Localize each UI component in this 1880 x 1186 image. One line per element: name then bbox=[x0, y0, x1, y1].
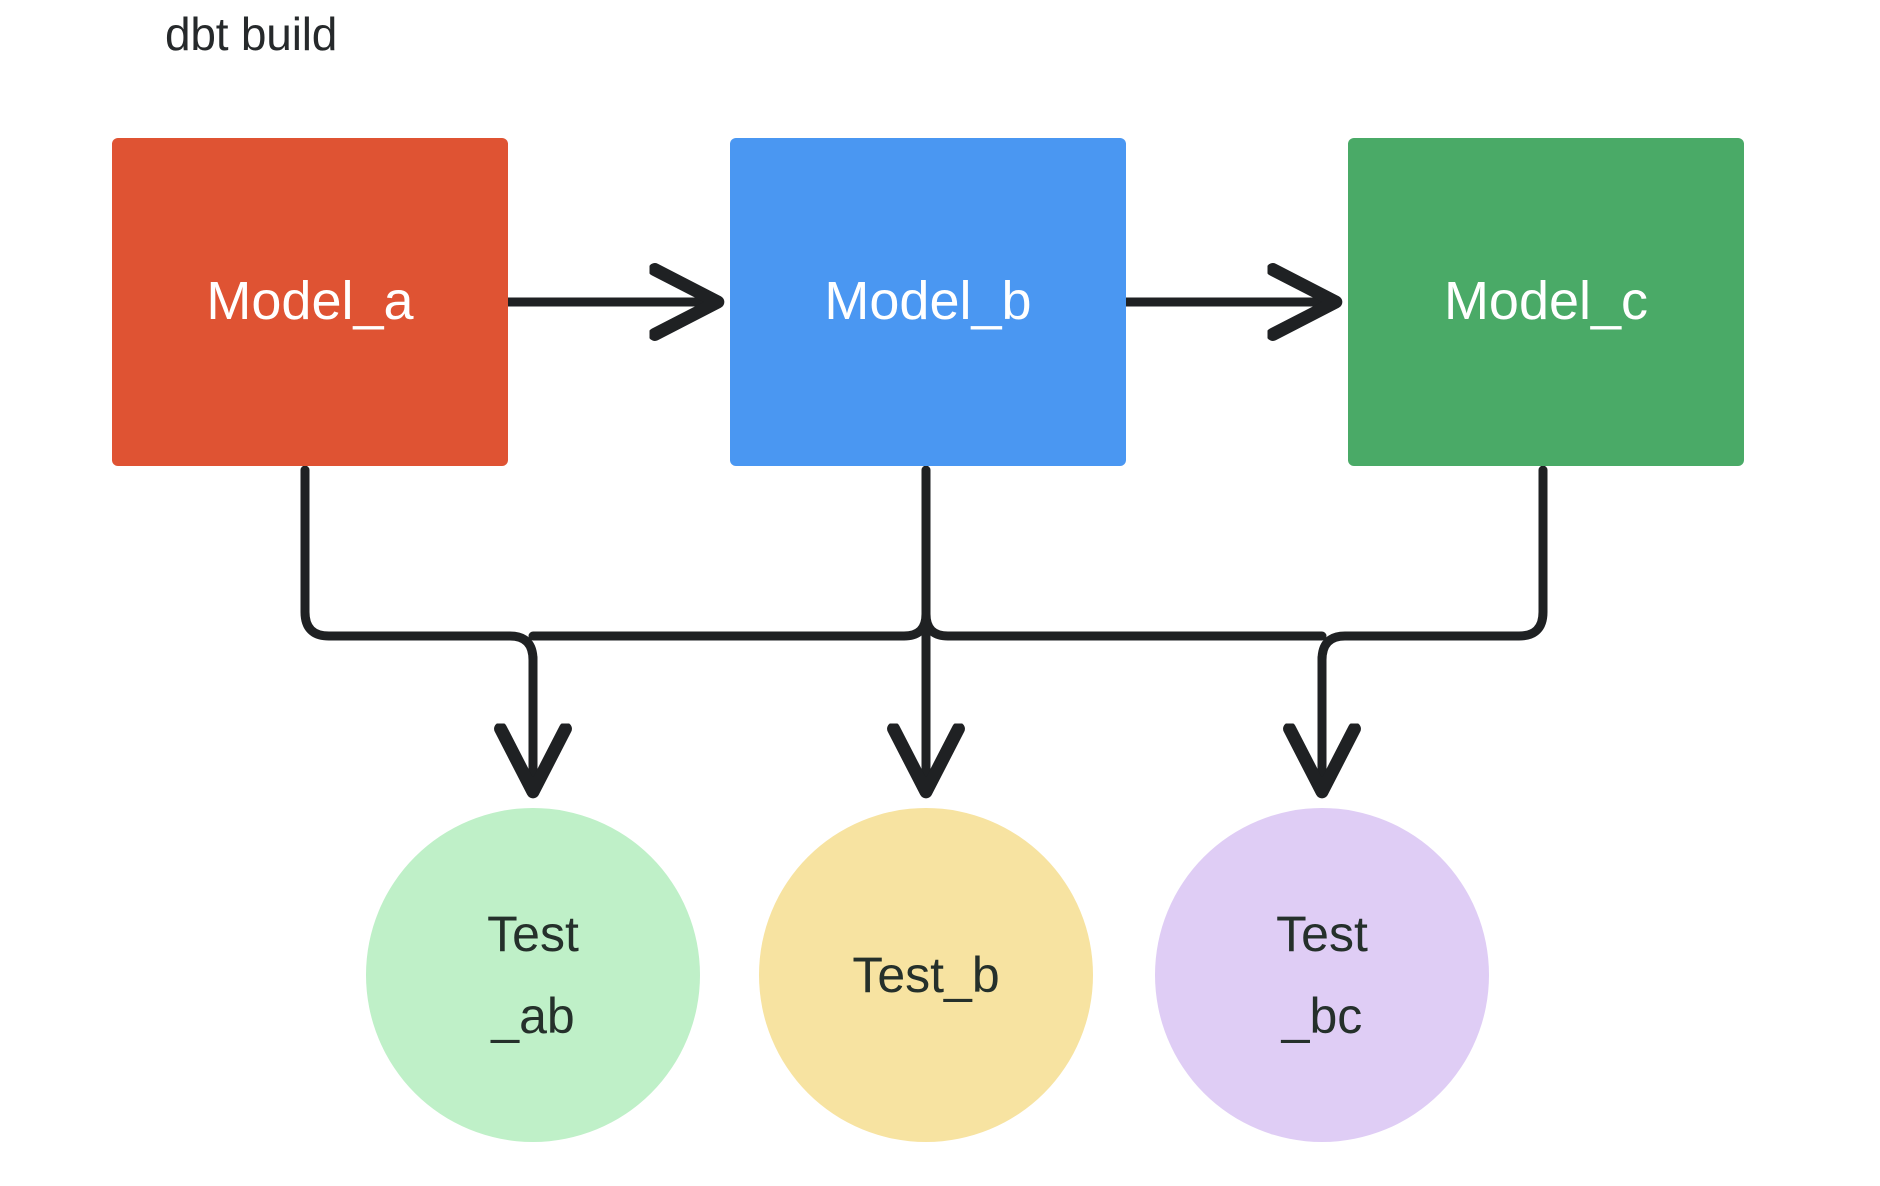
node-test-b-label: Test_b bbox=[852, 946, 1000, 1003]
edge-model-c-to-bus bbox=[1317, 465, 1548, 665]
node-test-bc[interactable]: Test _bc bbox=[1155, 808, 1489, 1142]
edge-bus-right bbox=[921, 609, 1327, 641]
node-model-a[interactable]: Model_a bbox=[112, 138, 508, 466]
edge-model-a-to-bus bbox=[300, 465, 538, 665]
diagram-title: dbt build bbox=[165, 8, 338, 60]
node-model-c-label: Model_c bbox=[1443, 271, 1649, 332]
node-test-bc-label: Test _bc bbox=[1276, 905, 1368, 1045]
node-model-a-label: Model_a bbox=[206, 271, 414, 332]
edge-bus-left bbox=[528, 609, 931, 641]
node-model-b[interactable]: Model_b bbox=[730, 138, 1126, 466]
node-model-b-label: Model_b bbox=[824, 271, 1032, 332]
node-model-c[interactable]: Model_c bbox=[1348, 138, 1744, 466]
node-test-b[interactable]: Test_b bbox=[759, 808, 1093, 1142]
node-test-ab[interactable]: Test _ab bbox=[366, 808, 700, 1142]
node-test-ab-label: Test _ab bbox=[487, 905, 579, 1045]
